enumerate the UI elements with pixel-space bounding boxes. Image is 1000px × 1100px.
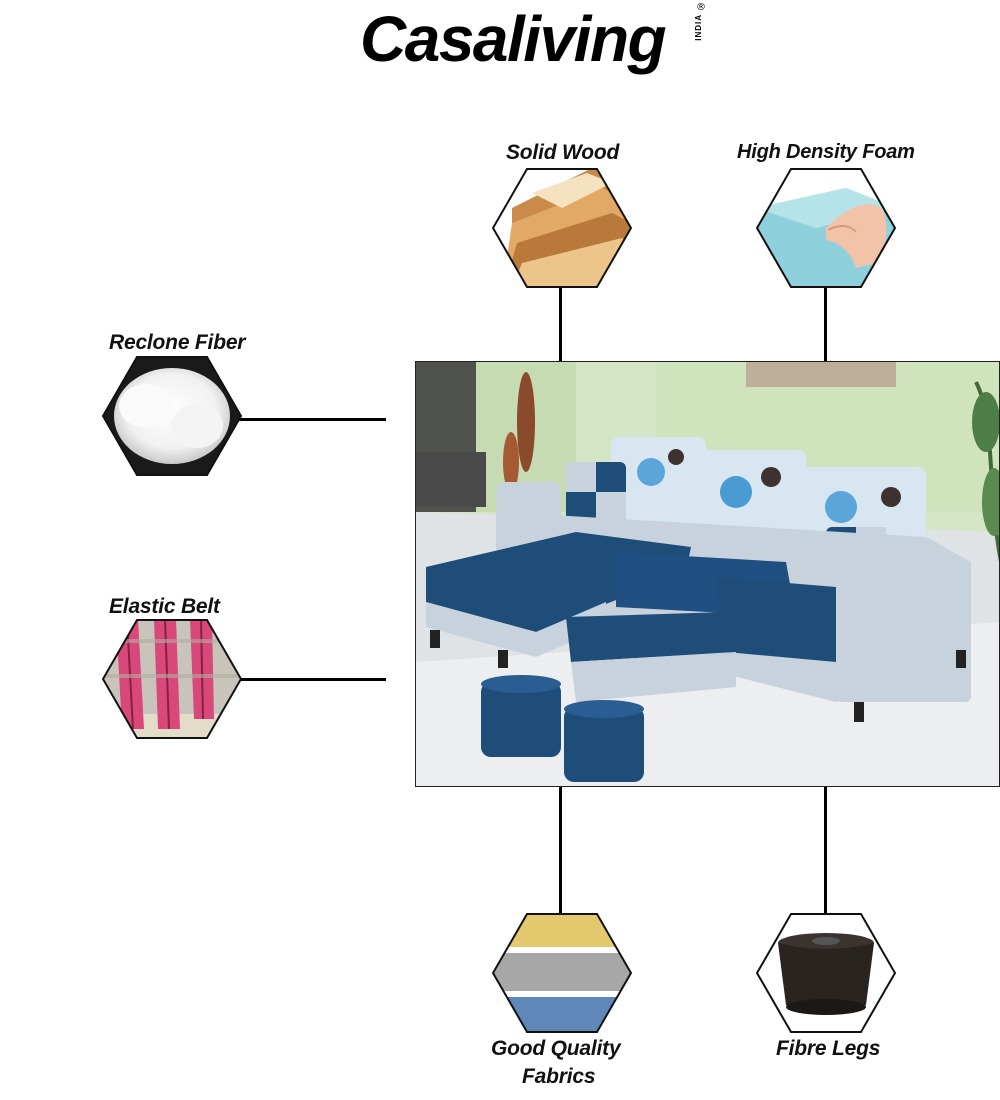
- solid-wood-hexagon: [492, 168, 632, 288]
- fabrics-hexagon: [492, 913, 632, 1033]
- fibre-legs-hexagon: [756, 913, 896, 1033]
- label-fabrics-line2: Fabrics: [522, 1065, 596, 1088]
- brand-logo: Casaliving: [360, 3, 667, 75]
- label-high-density-foam: High Density Foam: [737, 141, 915, 163]
- label-reclone-fiber: Reclone Fiber: [109, 331, 246, 354]
- connector-legs: [824, 787, 827, 914]
- connector-belt: [238, 678, 386, 681]
- connector-fiber: [238, 418, 386, 421]
- fiber-hexagon: [102, 356, 242, 476]
- connector-fabrics: [559, 787, 562, 914]
- elastic-belt-hexagon: [102, 619, 242, 739]
- label-solid-wood: Solid Wood: [506, 141, 620, 164]
- label-fabrics-line1: Good Quality: [491, 1037, 621, 1060]
- connector-solid-wood: [559, 287, 562, 361]
- registered-mark: ®: [696, 2, 706, 13]
- brand-country: INDIA: [694, 14, 703, 41]
- label-elastic-belt: Elastic Belt: [109, 595, 220, 618]
- connector-foam: [824, 287, 827, 361]
- foam-hexagon: [756, 168, 896, 288]
- sofa-product-image: [415, 361, 1000, 787]
- label-fibre-legs: Fibre Legs: [776, 1037, 881, 1060]
